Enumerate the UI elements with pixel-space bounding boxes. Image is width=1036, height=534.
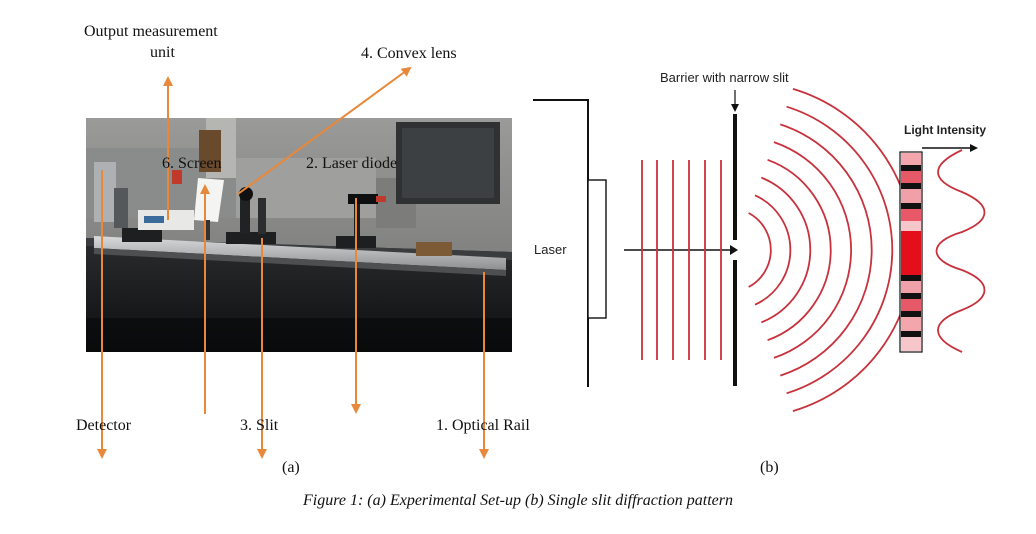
label-barrier: Barrier with narrow slit bbox=[660, 70, 789, 85]
label-screen: 6. Screen bbox=[162, 155, 222, 172]
label-laser: Laser bbox=[534, 242, 567, 257]
plane-wavefronts bbox=[641, 160, 722, 360]
panel-b-tag: (b) bbox=[760, 459, 779, 476]
label-light-intensity: Light Intensity bbox=[904, 123, 986, 137]
arrow-convex-lens bbox=[237, 66, 412, 195]
label-detector: Detector bbox=[76, 417, 132, 434]
experimental-setup-photo bbox=[86, 118, 512, 352]
label-optical-rail: 1. Optical Rail bbox=[436, 417, 530, 434]
label-convex-lens: 4. Convex lens bbox=[361, 45, 457, 62]
label-laser-diode: 2. Laser diode bbox=[306, 155, 398, 172]
figure-caption: Figure 1: (a) Experimental Set-up (b) Si… bbox=[303, 492, 733, 509]
intensity-curve bbox=[935, 149, 986, 353]
panel-a-tag: (a) bbox=[282, 459, 300, 476]
label-output-unit-line1: Output measurement bbox=[84, 23, 218, 40]
label-output-unit-line2: unit bbox=[150, 44, 175, 61]
laser-box bbox=[587, 179, 607, 319]
label-slit: 3. Slit bbox=[240, 417, 279, 434]
intensity-fringe-strip bbox=[899, 151, 923, 353]
diffraction-diagram bbox=[533, 88, 986, 412]
